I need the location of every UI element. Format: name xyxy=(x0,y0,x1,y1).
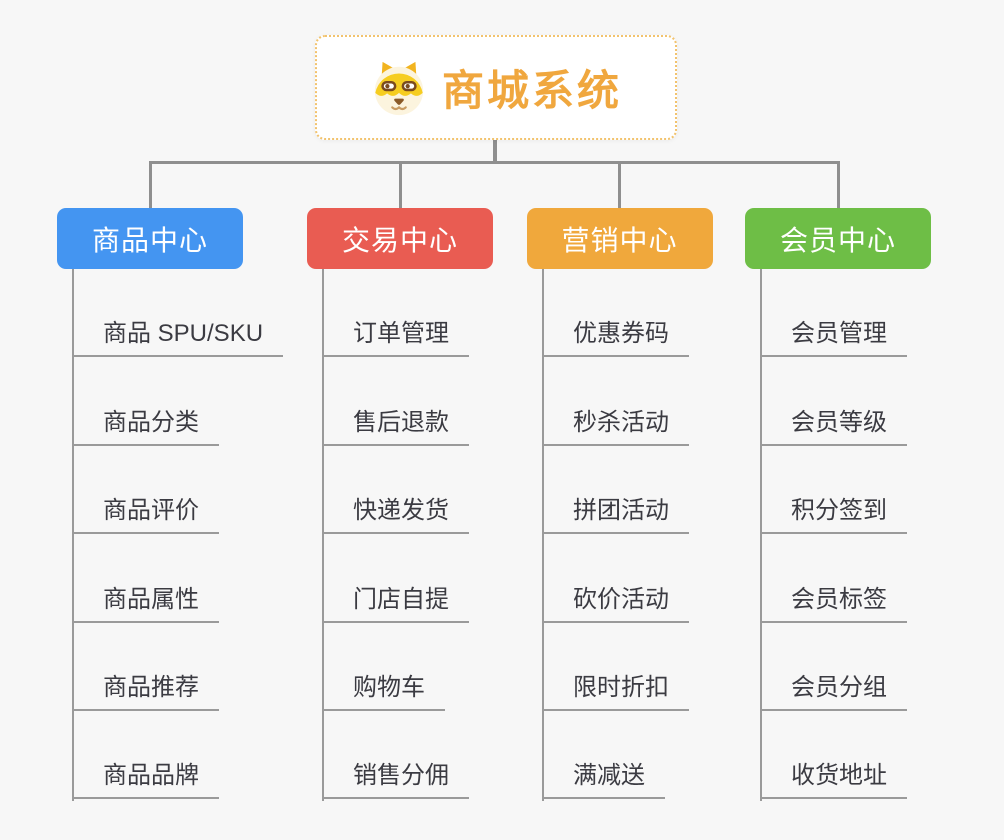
leaf-node[interactable]: 满减送 xyxy=(542,755,665,800)
branch-vertical-line xyxy=(542,269,544,801)
root-stem-line xyxy=(492,140,497,164)
branch-vertical-line xyxy=(322,269,324,801)
leaf-node[interactable]: 秒杀活动 xyxy=(542,402,689,446)
leaf-node[interactable]: 积分签到 xyxy=(760,490,907,535)
connector-drop-line xyxy=(148,161,152,209)
root-node[interactable]: 商城系统 xyxy=(315,35,677,140)
leaf-node[interactable]: 限时折扣 xyxy=(542,667,689,711)
leaf-node[interactable]: 优惠券码 xyxy=(542,313,689,358)
leaf-node[interactable]: 商品推荐 xyxy=(72,667,219,711)
connector-trunk-line xyxy=(149,161,839,164)
leaf-node[interactable]: 商品品牌 xyxy=(72,755,219,800)
connector-drop-line xyxy=(398,161,402,209)
leaf-node[interactable]: 商品分类 xyxy=(72,402,219,446)
leaf-node[interactable]: 会员等级 xyxy=(760,402,907,446)
branch-node-trade[interactable]: 交易中心 xyxy=(307,208,493,269)
leaf-node[interactable]: 门店自提 xyxy=(322,579,469,623)
leaf-node[interactable]: 会员管理 xyxy=(760,313,907,358)
leaf-node[interactable]: 商品属性 xyxy=(72,579,219,623)
leaf-node[interactable]: 销售分佣 xyxy=(322,755,469,800)
leaf-node[interactable]: 快递发货 xyxy=(322,490,469,535)
branch-node-marketing[interactable]: 营销中心 xyxy=(526,208,713,269)
branch-vertical-line xyxy=(72,269,74,801)
branch-node-goods[interactable]: 商品中心 xyxy=(57,208,243,269)
shiba-dog-icon xyxy=(374,61,424,115)
leaf-node[interactable]: 订单管理 xyxy=(322,313,469,358)
leaf-node[interactable]: 拼团活动 xyxy=(542,490,689,535)
leaf-node[interactable]: 会员标签 xyxy=(760,579,907,623)
leaf-node[interactable]: 商品 SPU/SKU xyxy=(72,313,284,358)
root-title: 商城系统 xyxy=(441,67,622,114)
leaf-node[interactable]: 售后退款 xyxy=(322,402,469,446)
leaf-node[interactable]: 收货地址 xyxy=(760,755,907,800)
leaf-node[interactable]: 商品评价 xyxy=(72,490,219,535)
branch-vertical-line xyxy=(760,269,762,801)
branch-node-member[interactable]: 会员中心 xyxy=(745,208,931,269)
connector-drop-line xyxy=(618,161,621,209)
leaf-node[interactable]: 会员分组 xyxy=(760,667,907,711)
connector-drop-line xyxy=(836,161,840,209)
leaf-node[interactable]: 购物车 xyxy=(322,667,445,711)
leaf-node[interactable]: 砍价活动 xyxy=(542,579,689,623)
